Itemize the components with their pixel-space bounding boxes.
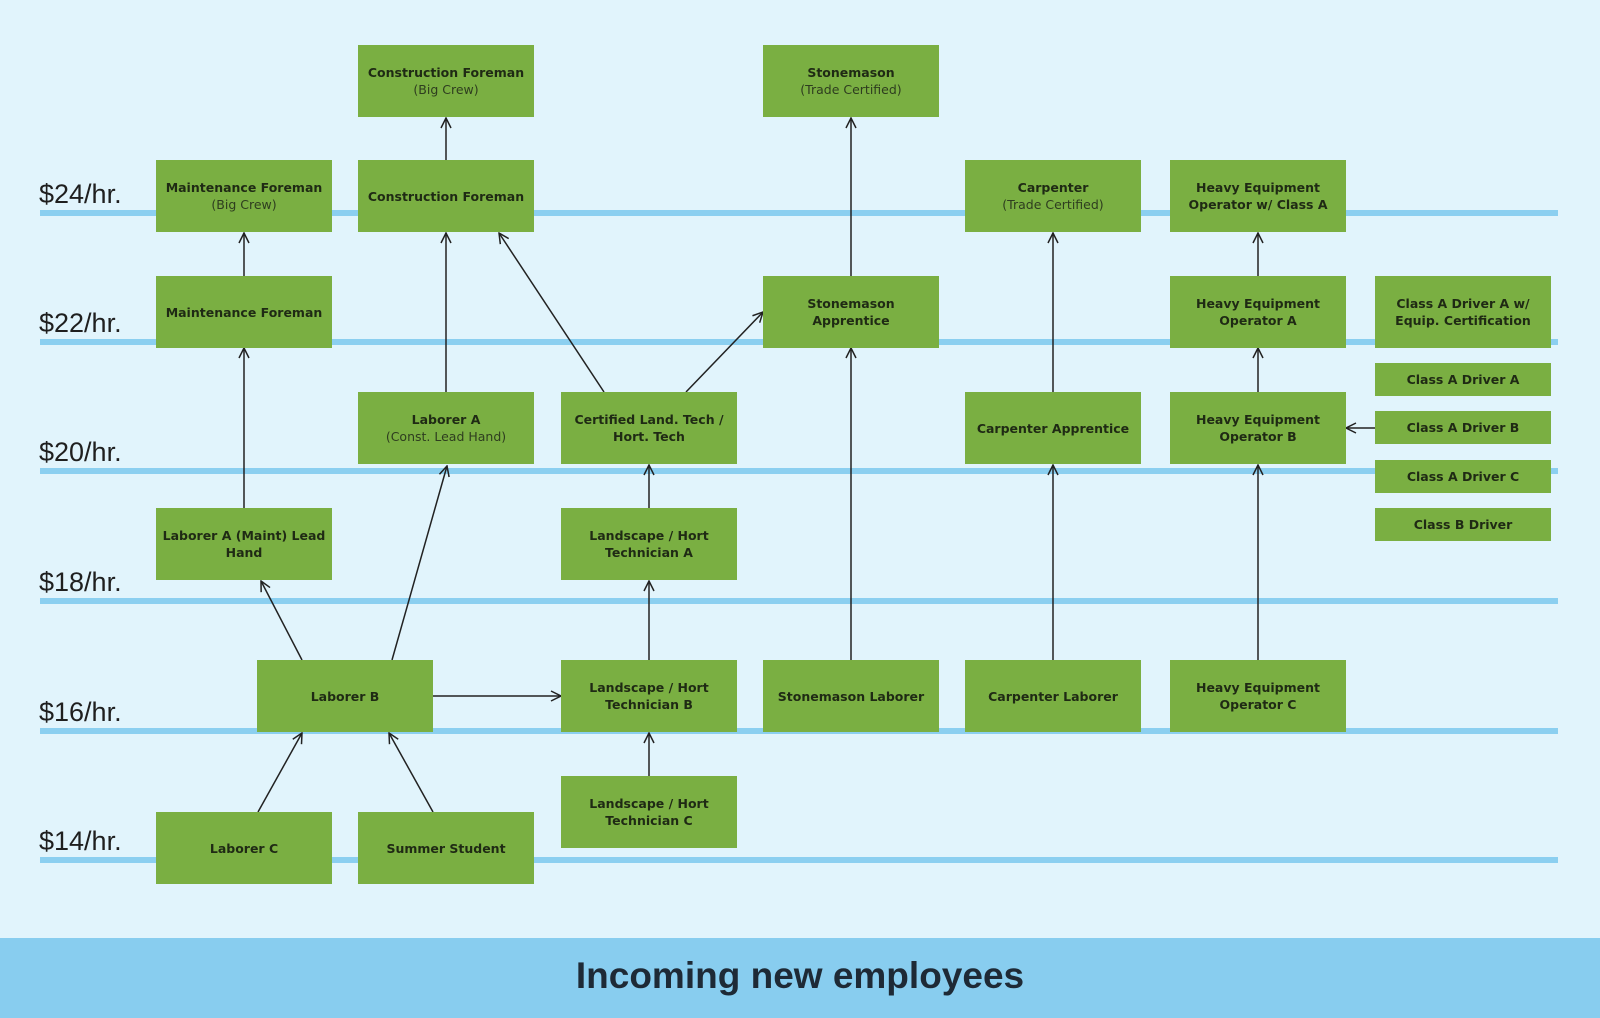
role-box-carpenter-laborer: Carpenter Laborer bbox=[965, 660, 1141, 732]
role-title: Class A Driver C bbox=[1406, 469, 1520, 484]
role-title: Landscape / Hort Technician A bbox=[589, 528, 709, 560]
role-title: Carpenter bbox=[1017, 180, 1089, 195]
role-box-carpenter-apprentice: Carpenter Apprentice bbox=[965, 392, 1141, 464]
rate-label-20: $20/hr. bbox=[39, 437, 122, 467]
role-box-heavy-equipment-operator-b: Heavy Equipment Operator B bbox=[1170, 392, 1346, 464]
rate-label-18: $18/hr. bbox=[39, 567, 122, 597]
rate-line-14 bbox=[40, 857, 1558, 863]
role-box-certified-land-tech: Certified Land. Tech / Hort. Tech bbox=[561, 392, 737, 464]
role-title: Class A Driver B bbox=[1406, 420, 1520, 435]
role-box-laborer-b: Laborer B bbox=[257, 660, 433, 732]
role-box-stonemason-trade-certified: Stonemason (Trade Certified) bbox=[763, 45, 939, 117]
role-title: Laborer B bbox=[310, 688, 380, 704]
role-title: Stonemason Laborer bbox=[777, 688, 925, 704]
role-subtitle: (Trade Certified) bbox=[1002, 197, 1104, 212]
arrow-laborer-c-to-laborer-b bbox=[257, 733, 302, 813]
arrow-summer-student-to-laborer-b bbox=[389, 733, 434, 813]
role-title: Laborer A bbox=[411, 412, 481, 427]
rate-label-22: $22/hr. bbox=[39, 308, 122, 338]
rate-label-24: $24/hr. bbox=[39, 179, 122, 209]
role-title: Landscape / Hort Technician C bbox=[589, 796, 709, 828]
role-title: Stonemason bbox=[807, 65, 895, 80]
arrow-laborer-b-to-laborer-a-const bbox=[391, 466, 447, 661]
role-title: Construction Foreman bbox=[367, 188, 525, 204]
role-title: Construction Foreman bbox=[367, 65, 525, 80]
role-title: Heavy Equipment Operator C bbox=[1195, 680, 1321, 712]
role-title: Class A Driver A bbox=[1406, 372, 1520, 387]
role-box-heavy-equipment-operator-c: Heavy Equipment Operator C bbox=[1170, 660, 1346, 732]
role-title: Certified Land. Tech / Hort. Tech bbox=[574, 412, 724, 444]
role-box-maintenance-foreman: Maintenance Foreman bbox=[156, 276, 332, 348]
role-box-class-a-driver-b: Class A Driver B bbox=[1375, 411, 1551, 444]
role-box-summer-student: Summer Student bbox=[358, 812, 534, 884]
role-title: Maintenance Foreman bbox=[165, 180, 323, 195]
role-title: Laborer A (Maint) Lead Hand bbox=[162, 528, 326, 560]
role-box-class-a-driver-c: Class A Driver C bbox=[1375, 460, 1551, 493]
role-title: Heavy Equipment Operator w/ Class A bbox=[1188, 180, 1328, 212]
role-subtitle: (Trade Certified) bbox=[800, 82, 902, 97]
footer-title: Incoming new employees bbox=[575, 955, 1025, 996]
role-box-construction-foreman-big-crew: Construction Foreman (Big Crew) bbox=[358, 45, 534, 117]
rate-line-18 bbox=[40, 598, 1558, 604]
role-box-laborer-a-const: Laborer A (Const. Lead Hand) bbox=[358, 392, 534, 464]
role-box-laborer-c: Laborer C bbox=[156, 812, 332, 884]
role-box-class-b-driver: Class B Driver bbox=[1375, 508, 1551, 541]
role-subtitle: (Const. Lead Hand) bbox=[385, 429, 507, 444]
role-title: Carpenter Laborer bbox=[988, 688, 1118, 704]
rate-line-24 bbox=[40, 210, 1558, 216]
role-title: Carpenter Apprentice bbox=[976, 420, 1130, 436]
role-box-class-a-driver-a: Class A Driver A bbox=[1375, 363, 1551, 396]
role-title: Class B Driver bbox=[1413, 517, 1513, 532]
role-title: Summer Student bbox=[386, 840, 506, 856]
role-box-carpenter-trade-certified: Carpenter (Trade Certified) bbox=[965, 160, 1141, 232]
role-title: Heavy Equipment Operator B bbox=[1195, 412, 1321, 444]
role-box-heavy-equipment-operator-a: Heavy Equipment Operator A bbox=[1170, 276, 1346, 348]
role-subtitle: (Big Crew) bbox=[211, 197, 277, 212]
role-box-heavy-equipment-operator-class-a: Heavy Equipment Operator w/ Class A bbox=[1170, 160, 1346, 232]
arrow-certified-land-tech-to-stonemason-apprentice bbox=[685, 312, 763, 393]
role-box-landscape-tech-a: Landscape / Hort Technician A bbox=[561, 508, 737, 580]
role-title: Stonemason Apprentice bbox=[807, 296, 895, 328]
role-box-landscape-tech-b: Landscape / Hort Technician B bbox=[561, 660, 737, 732]
role-box-laborer-a-maint: Laborer A (Maint) Lead Hand bbox=[156, 508, 332, 580]
role-box-construction-foreman: Construction Foreman bbox=[358, 160, 534, 232]
arrow-certified-land-tech-to-construction-foreman bbox=[499, 233, 605, 393]
role-title: Landscape / Hort Technician B bbox=[589, 680, 709, 712]
role-box-stonemason-apprentice: Stonemason Apprentice bbox=[763, 276, 939, 348]
footer-banner: Incoming new employees bbox=[0, 938, 1600, 1018]
rate-line-20 bbox=[40, 468, 1558, 474]
role-box-stonemason-laborer: Stonemason Laborer bbox=[763, 660, 939, 732]
role-subtitle: (Big Crew) bbox=[413, 82, 479, 97]
role-box-landscape-tech-c: Landscape / Hort Technician C bbox=[561, 776, 737, 848]
rate-label-14: $14/hr. bbox=[39, 826, 122, 856]
arrow-laborer-b-to-laborer-a-maint bbox=[261, 581, 303, 661]
role-box-class-a-driver-a-equip: Class A Driver A w/ Equip. Certification bbox=[1375, 276, 1551, 348]
role-title: Class A Driver A w/ Equip. Certification bbox=[1395, 296, 1531, 328]
role-title: Laborer C bbox=[209, 840, 279, 856]
role-title: Heavy Equipment Operator A bbox=[1195, 296, 1321, 328]
role-title: Maintenance Foreman bbox=[165, 304, 323, 320]
role-box-maintenance-foreman-big-crew: Maintenance Foreman (Big Crew) bbox=[156, 160, 332, 232]
rate-label-16: $16/hr. bbox=[39, 697, 122, 727]
